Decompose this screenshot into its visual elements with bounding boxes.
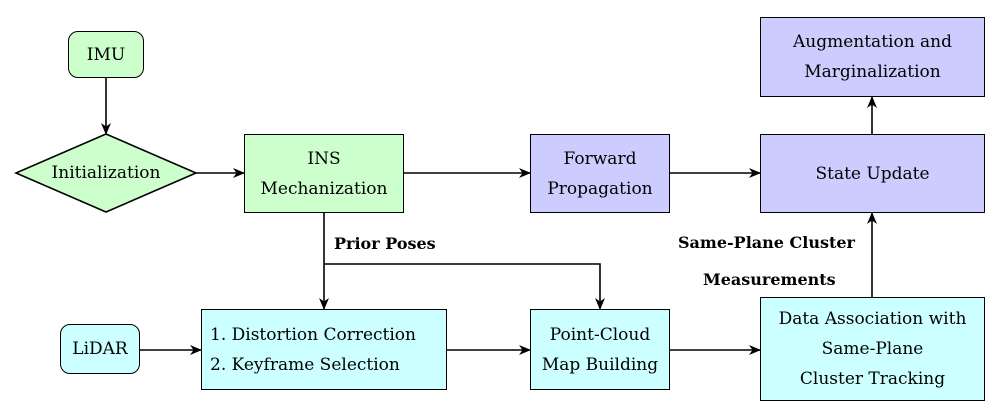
ins-mechanization-node: INS Mechanization [244, 134, 404, 213]
initialization-node: Initialization [16, 134, 196, 212]
imu-node: IMU [68, 31, 144, 78]
prior-poses-label: Prior Poses [334, 234, 436, 253]
preprocessing-text-line: 1. Distortion Correction [210, 324, 416, 345]
map-building-text-line: Map Building [541, 354, 659, 375]
forward-propagation-text-line: Forward [563, 148, 637, 169]
state-update-node: State Update [760, 134, 985, 213]
lidar-text-line: LiDAR [72, 339, 128, 359]
imu-text-line: IMU [86, 44, 126, 65]
initialization-diamond [13, 133, 199, 213]
preprocessing-node: 1. Distortion Correction 2. Keyframe Sele… [201, 309, 447, 390]
initialization-text-line: Initialization [51, 163, 161, 183]
data-association-text-line: Data Association with [778, 309, 967, 329]
data-association-text-line: Same-Plane [821, 339, 924, 359]
edge-ins-to-map-building [324, 263, 605, 310]
map-building-text-line: Point-Cloud [549, 324, 651, 345]
measurements-label-line1: Same-Plane Cluster [678, 233, 855, 252]
preprocessing-text-line: 2. Keyframe Selection [210, 354, 400, 375]
measurements-label-line2: Measurements [703, 270, 836, 289]
augmentation-text-line: Marginalization [804, 62, 941, 82]
state-update-text-line: State Update [815, 163, 930, 184]
ins-mechanization-text-line: INS [307, 148, 341, 169]
data-association-text-line: Cluster Tracking [799, 369, 946, 389]
lidar-node: LiDAR [60, 324, 140, 374]
forward-propagation-text-line: Propagation [547, 178, 653, 199]
augmentation-text-line: Augmentation and [792, 32, 953, 52]
ins-mechanization-text-line: Mechanization [260, 178, 388, 199]
